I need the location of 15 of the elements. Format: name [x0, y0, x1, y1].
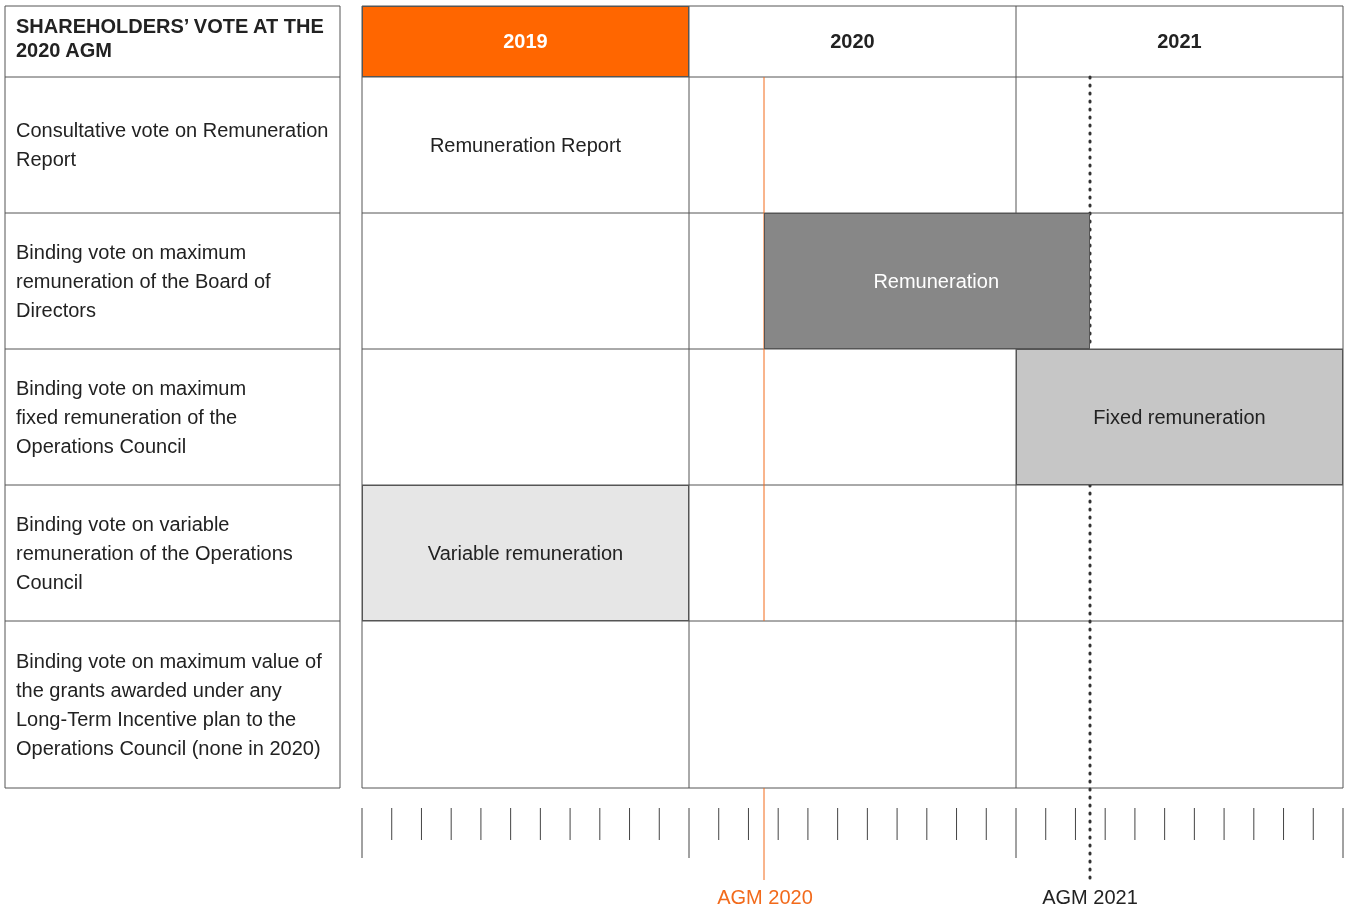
- column-header: 2020: [830, 30, 875, 53]
- row-label: Binding vote on maximum remuneration of the Board of Directors: [16, 239, 272, 323]
- cell-text: Remuneration Report: [429, 132, 622, 158]
- column-header: 2021: [1157, 30, 1202, 53]
- table-header: SHAREHOLDERS’ VOTE AT THE 2020 AGM: [16, 14, 325, 62]
- row-label: Binding vote on maximum value of the grants awarded under any Long-Term Incentive plan to the Operations Council (none in 2020): [16, 648, 323, 761]
- row-label: Binding vote on maximum fixed remuneration of the Operations Council: [16, 375, 248, 459]
- axis-label: AGM 2020: [717, 884, 813, 910]
- row-label: Binding vote on variable remuneration of the Operations Council: [16, 511, 294, 595]
- row-label: Consultative vote on Remuneration Report: [16, 118, 330, 172]
- timeline-bar: Fixed remuneration: [1016, 349, 1343, 485]
- timeline-bar: Remuneration: [764, 213, 1090, 349]
- year-header: 2019: [362, 6, 689, 77]
- timeline-bar: Variable remuneration: [362, 485, 689, 621]
- axis-label: AGM 2021: [1042, 884, 1138, 910]
